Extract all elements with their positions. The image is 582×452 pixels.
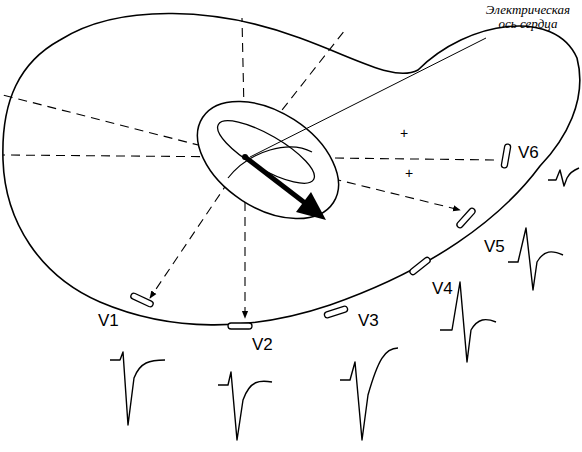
lead-name: V5 (484, 238, 505, 257)
lead-name: V2 (252, 336, 273, 355)
polarity-sign: + (400, 126, 408, 141)
polarity-sign: + (405, 166, 413, 181)
lead-name: V6 (518, 144, 539, 163)
axis-title: Электрическая ось сердца (478, 3, 578, 32)
lead-name: V3 (358, 312, 379, 331)
lead-name: V1 (98, 312, 119, 331)
lead-name: V4 (432, 280, 453, 299)
